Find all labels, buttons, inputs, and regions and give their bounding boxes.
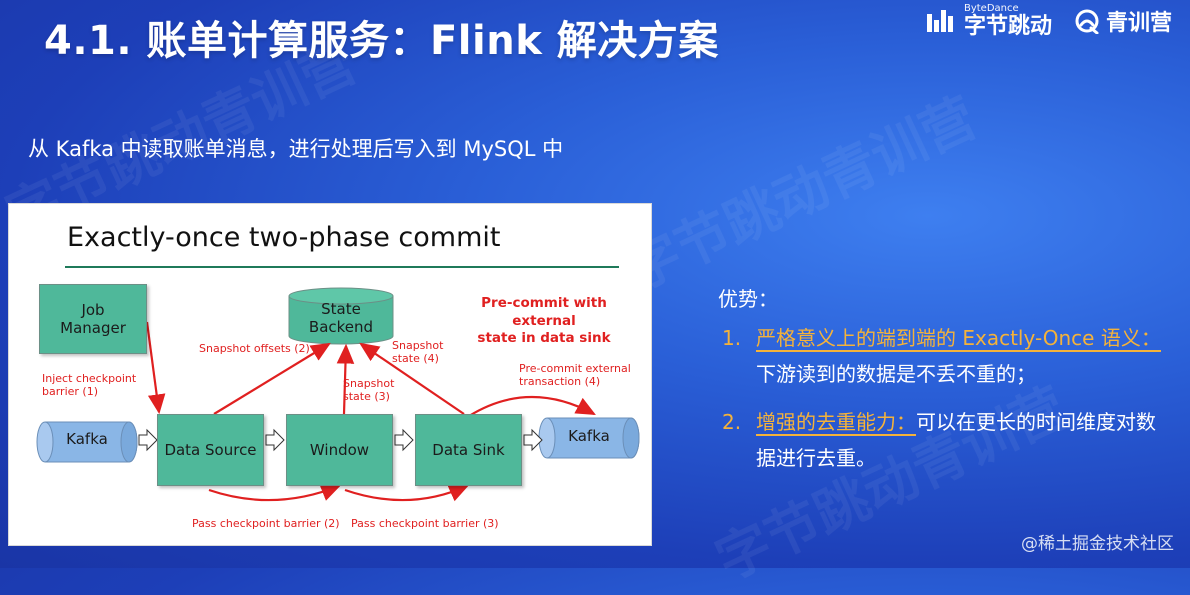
pass-barrier-3-label: Pass checkpoint barrier (3): [351, 517, 499, 530]
snapshot-state-4-label: Snapshot state (4): [392, 339, 444, 366]
kafka-input-label: Kafka: [66, 430, 108, 448]
kafka-output-cylinder: [538, 417, 640, 459]
diagram-figure: Exactly-once two-phase commit: [8, 203, 652, 546]
bytedance-icon: [926, 10, 953, 32]
precommit-title-label: Pre-commit with external state in data s…: [477, 295, 611, 347]
advantage-text: 下游读到的数据是不丢不重的；: [756, 362, 1036, 386]
qingxunying-icon: [1075, 9, 1099, 34]
bytedance-small-text: ByteDance: [963, 3, 1019, 14]
job-manager-box: Job Manager: [39, 284, 147, 354]
bytedance-logo: ByteDance 字节跳动: [926, 4, 1052, 38]
state-backend-cylinder: [288, 287, 394, 345]
data-sink-box: Data Sink: [415, 414, 522, 486]
subtitle: 从 Kafka 中读取账单消息，进行处理后写入到 MySQL 中: [28, 137, 564, 161]
kafka-output-label: Kafka: [568, 427, 610, 445]
inject-barrier-label: Inject checkpoint barrier (1): [42, 372, 137, 399]
red-arrows: [145, 321, 596, 502]
window-box: Window: [286, 414, 393, 486]
advantage-item-1: 1. 严格意义上的端到端的 Exactly-Once 语义： 下游读到的数据是不丢…: [722, 320, 1172, 392]
advantage-highlight: 严格意义上的端到端的 Exactly-Once 语义：: [756, 326, 1161, 352]
flow-arrows: [138, 428, 543, 452]
figure-title: Exactly-once two-phase commit: [67, 222, 501, 253]
advantage-text: 可以在更长的时间维度对数据进行去重。: [756, 410, 1156, 470]
advantage-number: 1.: [722, 326, 742, 350]
advantage-highlight: 增强的去重能力：: [756, 410, 916, 436]
logo-area: ByteDance 字节跳动 青训营: [926, 4, 1172, 38]
data-source-box: Data Source: [157, 414, 264, 486]
footer-watermark: @稀土掘金技术社区: [1021, 534, 1174, 554]
snapshot-offsets-label: Snapshot offsets (2): [199, 342, 310, 355]
kafka-input-cylinder: [36, 421, 138, 463]
diagram-svg: [36, 287, 640, 502]
snapshot-state-3-label: Snapshot state (3): [343, 377, 395, 404]
state-backend-label: State Backend: [308, 300, 374, 336]
title-underline: [65, 266, 619, 268]
bytedance-text: 字节跳动: [963, 14, 1052, 39]
watermark-text: 字节跳动青训营: [616, 85, 986, 303]
advantage-number: 2.: [722, 410, 742, 434]
qingxunying-logo: 青训营: [1074, 5, 1172, 37]
advantage-item-2: 2. 增强的去重能力：可以在更长的时间维度对数据进行去重。: [722, 404, 1172, 476]
watermark-text: 字节跳动青训营: [706, 375, 1076, 593]
page-title: 4.1. 账单计算服务：Flink 解决方案: [44, 18, 719, 64]
pass-barrier-2-label: Pass checkpoint barrier (2): [192, 517, 340, 530]
advantages-heading: 优势：: [718, 287, 778, 311]
qingxunying-text: 青训营: [1105, 11, 1172, 36]
precommit-external-label: Pre-commit external transaction (4): [519, 362, 631, 389]
